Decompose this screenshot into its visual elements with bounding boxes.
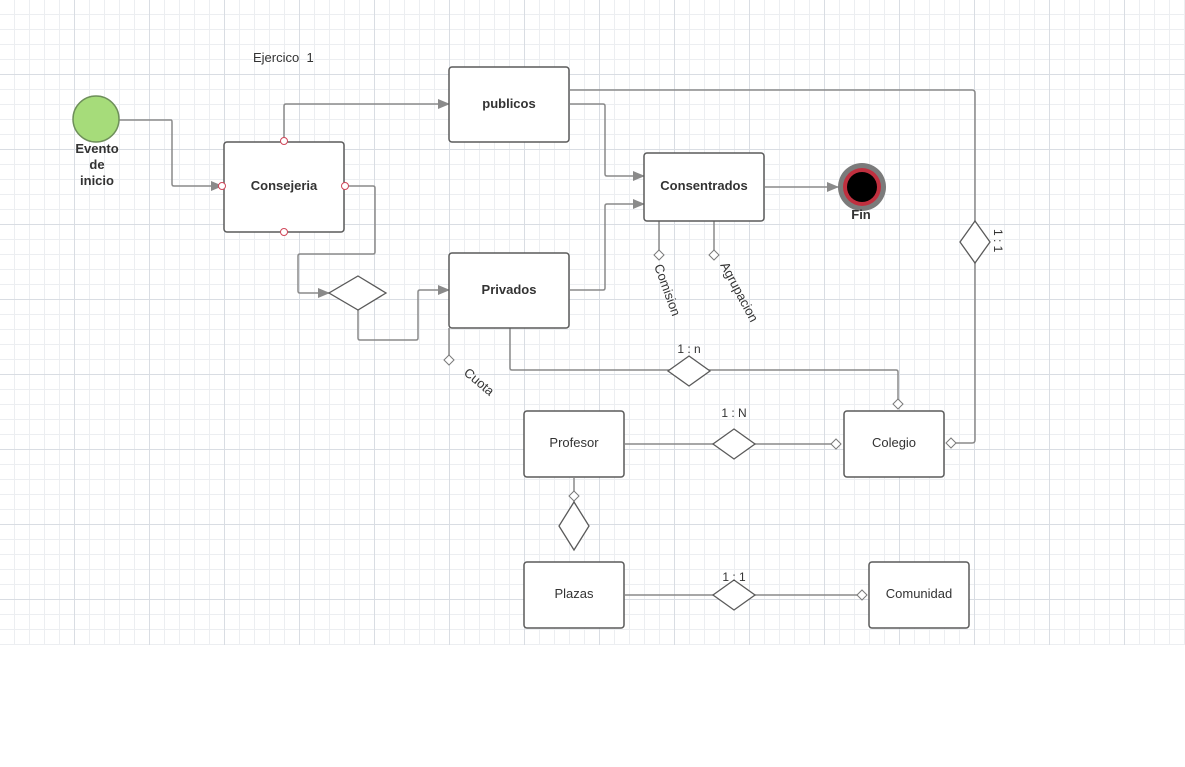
consejeria-box[interactable]: Consejeria <box>223 141 345 233</box>
relationship-publicos-colegio[interactable] <box>959 219 991 265</box>
consejeria-port-left[interactable] <box>218 182 226 190</box>
consejeria-port-right[interactable] <box>341 182 349 190</box>
colegio-top-connector[interactable] <box>892 398 904 410</box>
colegio-entity[interactable]: Colegio <box>843 410 945 478</box>
edge-publicos-colegio[interactable] <box>570 89 976 444</box>
relationship-privados-colegio[interactable] <box>666 355 712 387</box>
consentrados-box[interactable]: Consentrados <box>643 152 765 222</box>
edge-consejeria-to-publicos[interactable] <box>283 99 450 141</box>
colegio-left-connector[interactable] <box>830 438 842 450</box>
edge-publicos-to-consentrados[interactable] <box>570 103 645 181</box>
privados-label: Privados <box>482 282 537 297</box>
comunidad-label: Comunidad <box>886 586 953 601</box>
profesor-entity[interactable]: Profesor <box>523 410 625 478</box>
cuota-label: Cuota <box>461 365 498 399</box>
diagram-canvas[interactable] <box>0 0 1185 645</box>
edge-privados-colegio[interactable] <box>509 328 899 400</box>
edge-gateway-to-privados[interactable] <box>357 285 450 341</box>
cardinality-plazas-comunidad: 1 : 1 <box>722 570 746 584</box>
start-event-label-line2: de <box>89 157 104 172</box>
end-event[interactable] <box>838 163 886 211</box>
profesor-label: Profesor <box>549 435 599 450</box>
diagram-title: Ejercico 1 <box>253 50 314 65</box>
plazas-label: Plazas <box>554 586 594 601</box>
comunidad-entity[interactable]: Comunidad <box>868 561 970 629</box>
colegio-label: Colegio <box>872 435 916 450</box>
edge-start-to-consejeria[interactable] <box>119 119 223 191</box>
publicos-label: publicos <box>482 96 535 111</box>
edge-consejeria-to-gateway[interactable] <box>297 185 376 298</box>
cardinality-publicos-colegio: 1 : 1 <box>991 229 1005 253</box>
consejeria-port-bottom[interactable] <box>280 228 288 236</box>
privados-box[interactable]: Privados <box>448 252 570 329</box>
agrupacion-connector[interactable] <box>708 249 720 261</box>
start-event-circle[interactable] <box>72 95 120 143</box>
relationship-profesor-colegio[interactable] <box>711 428 757 460</box>
end-event-label: Fin <box>851 207 871 222</box>
consejeria-label: Consejeria <box>251 178 318 193</box>
consejeria-port-top[interactable] <box>280 137 288 145</box>
profesor-bottom-connector[interactable] <box>568 490 580 502</box>
comision-label: Comision <box>651 262 684 318</box>
comision-connector[interactable] <box>653 249 665 261</box>
cardinality-profesor-colegio: 1 : N <box>721 406 746 420</box>
relationship-profesor-plazas[interactable] <box>558 500 590 552</box>
cuota-connector[interactable] <box>443 354 455 366</box>
publicos-box[interactable]: publicos <box>448 66 570 143</box>
agrupacion-label: Agrupacion <box>717 259 761 324</box>
start-event-label-line1: Evento <box>75 141 118 156</box>
comunidad-left-connector[interactable] <box>856 589 868 601</box>
edge-privados-to-consentrados[interactable] <box>570 199 645 291</box>
cardinality-privados-colegio: 1 : n <box>677 342 700 356</box>
relationship-plazas-comunidad[interactable] <box>711 579 757 611</box>
colegio-right-connector[interactable] <box>945 437 957 449</box>
gateway-diamond[interactable] <box>327 275 388 311</box>
consentrados-label: Consentrados <box>660 178 747 193</box>
plazas-entity[interactable]: Plazas <box>523 561 625 629</box>
start-event-label-line3: inicio <box>80 173 114 188</box>
